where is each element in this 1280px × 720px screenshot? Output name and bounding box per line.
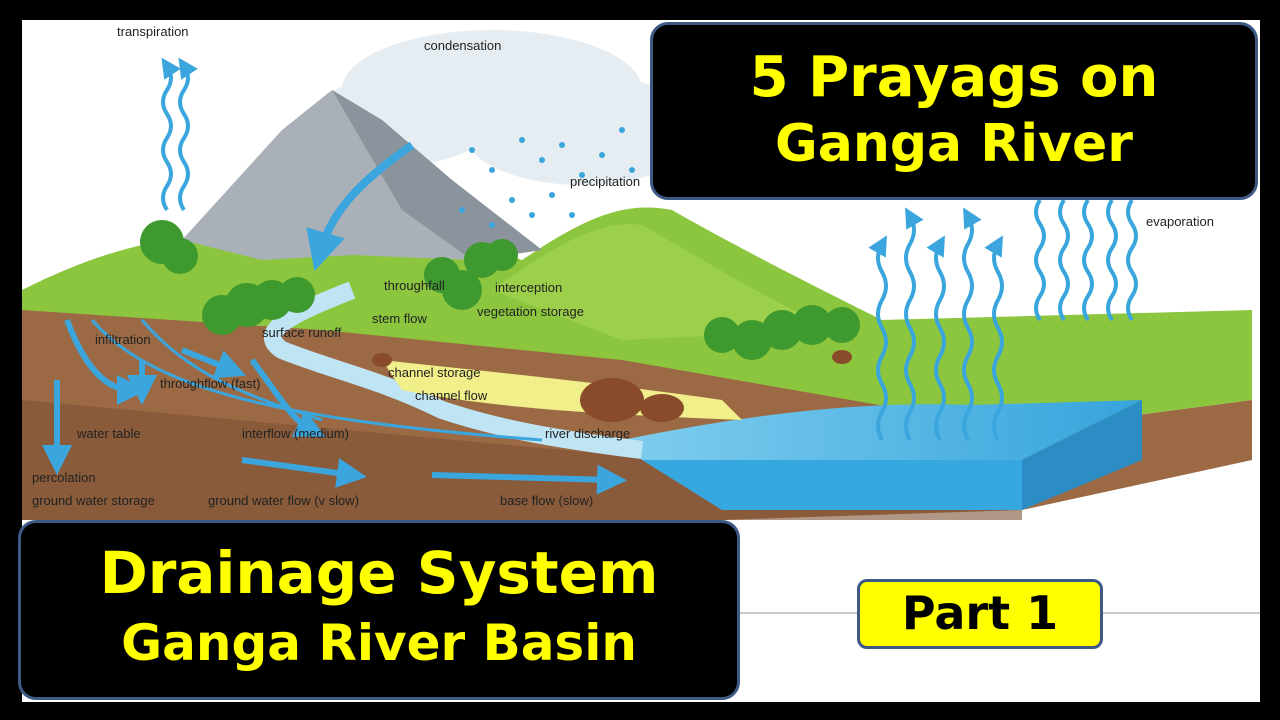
label-condensation: condensation xyxy=(424,38,502,53)
transpiration-arrows xyxy=(161,57,198,212)
label-water-table: water table xyxy=(77,426,141,441)
title-banner-drainage: Drainage System Ganga River Basin xyxy=(18,520,740,700)
underground-flow-arrows xyxy=(42,318,627,495)
label-interception: interception xyxy=(495,280,563,295)
precipitation-arrow xyxy=(306,141,415,272)
label-channel-storage: channel storage xyxy=(388,365,481,380)
label-throughflow: throughflow (fast) xyxy=(160,376,261,391)
label-infiltration: infiltration xyxy=(95,332,151,347)
label-evaporation: evaporation xyxy=(1146,214,1214,229)
evaporation-arrows xyxy=(868,198,1138,441)
banner-drainage-line2: Ganga River Basin xyxy=(121,614,637,672)
rain-drops xyxy=(459,127,635,228)
label-ground-water-flow: ground water flow (v slow) xyxy=(208,493,359,508)
label-channel-flow: channel flow xyxy=(415,388,488,403)
lake xyxy=(622,400,1142,460)
clouds xyxy=(312,30,702,185)
label-percolation: percolation xyxy=(32,470,96,485)
label-stem-flow: stem flow xyxy=(372,311,427,326)
mountain-shadow xyxy=(332,90,542,260)
banner-drainage-line1: Drainage System xyxy=(99,539,659,607)
lake-front xyxy=(1022,400,1142,510)
river xyxy=(264,281,644,459)
trees xyxy=(140,220,860,360)
rocks xyxy=(372,350,852,422)
label-river-discharge: river discharge xyxy=(545,426,631,441)
diagram-illustration xyxy=(22,30,1260,614)
banner-title-line1: 5 Prayags on xyxy=(749,45,1159,110)
label-ground-water-storage: ground water storage xyxy=(32,493,155,508)
label-throughfall: throughfall xyxy=(384,278,445,293)
label-base-flow: base flow (slow) xyxy=(500,493,594,508)
title-banner-prayags: 5 Prayags on Ganga River xyxy=(650,22,1258,200)
label-transpiration: transpiration xyxy=(117,24,189,39)
label-precipitation: precipitation xyxy=(570,174,641,189)
label-vegetation-storage: vegetation storage xyxy=(477,304,584,319)
label-surface-runoff: surface runoff xyxy=(262,325,342,340)
label-interflow: interflow (medium) xyxy=(242,426,349,441)
water-block xyxy=(642,460,1022,510)
banner-title-line2: Ganga River xyxy=(775,114,1133,174)
part-badge: Part 1 xyxy=(857,579,1103,649)
green-hill xyxy=(492,224,842,340)
